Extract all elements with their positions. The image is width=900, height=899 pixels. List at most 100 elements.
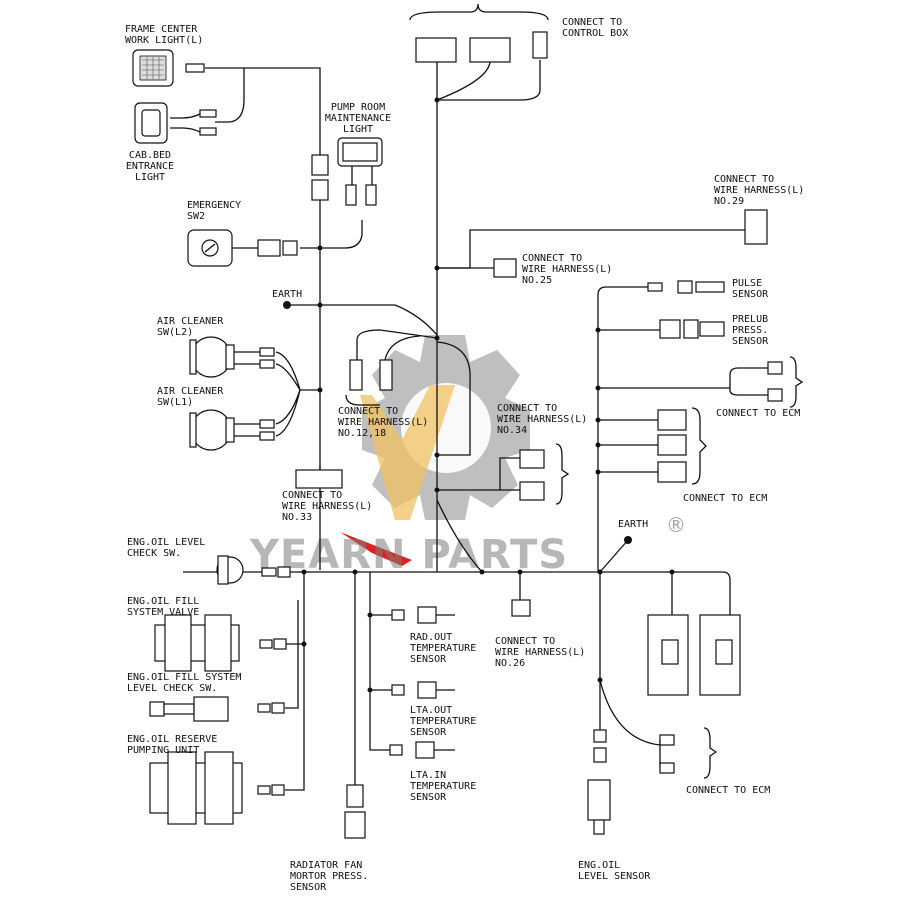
- label-line: RADIATOR FAN: [290, 860, 362, 871]
- label-line: CONNECT TO: [522, 253, 582, 264]
- label-line: ENG.OIL LEVEL: [127, 537, 205, 548]
- oil-level-sensor-icon: [587, 729, 611, 835]
- label-line: CAB.BED: [129, 150, 171, 161]
- label-line: SYSTEM VALVE: [127, 607, 199, 618]
- label-line: CONNECT TO: [495, 636, 555, 647]
- junction-dots: [301, 97, 675, 693]
- harness25-connector: [493, 258, 517, 278]
- label-line: SW2: [187, 211, 205, 222]
- lta-out-sensor-icon: [391, 681, 455, 699]
- label-line: TEMPERATURE: [410, 643, 476, 654]
- label-line: CONTROL BOX: [562, 28, 628, 39]
- harness33-connector: [295, 469, 343, 489]
- ecm-connector-frames: [647, 614, 741, 696]
- label-line: SENSOR: [732, 289, 769, 300]
- label-line: FRAME CENTER: [125, 24, 198, 35]
- label-line: ENTRANCE: [126, 161, 174, 172]
- label-line: SENSOR: [410, 727, 447, 738]
- label-line: CONNECT TO ECM: [716, 408, 800, 419]
- label-line: CONNECT TO ECM: [683, 493, 767, 504]
- label-ecm3: CONNECT TO ECM: [686, 785, 770, 796]
- label-line: LTA.OUT: [410, 705, 452, 716]
- oil-reserve-pump-icon: [149, 751, 285, 825]
- watermark-logo: YEARN PARTS ®: [249, 335, 686, 578]
- label-line: SW(L2): [157, 327, 193, 338]
- label-line: LIGHT: [343, 124, 373, 135]
- label-line: NO.12,18: [338, 428, 386, 439]
- air-cleaner-l1-icon: [189, 409, 275, 451]
- label-line: EMERGENCY: [187, 200, 241, 211]
- pump-room-light-icon: [337, 137, 383, 206]
- label-line: RAD.OUT: [410, 632, 452, 643]
- label-line: ENG.OIL: [578, 860, 620, 871]
- label-line: NO.25: [522, 275, 552, 286]
- oil-fill-valve-icon: [154, 614, 287, 672]
- ecm-connectors-mid: [657, 407, 707, 485]
- lta-in-sensor-icon: [389, 741, 455, 759]
- label-line: ENG.OIL RESERVE: [127, 734, 217, 745]
- label-line: SENSOR: [410, 654, 447, 665]
- label-line: WORK LIGHT(L): [125, 35, 203, 46]
- radiator-fan-sensor-icon: [344, 784, 366, 839]
- label-line: TEMPERATURE: [410, 781, 476, 792]
- harness29-box: [744, 209, 768, 245]
- label-line: WIRE HARNESS(L): [282, 501, 372, 512]
- label-line: WIRE HARNESS(L): [714, 185, 804, 196]
- label-line: ENG.OIL FILL SYSTEM: [127, 672, 241, 683]
- wires: [170, 3, 768, 791]
- label-line: PRESS.: [732, 325, 768, 336]
- work-light-icon: [132, 49, 205, 87]
- label-line: CONNECT TO: [338, 406, 398, 417]
- label-line: PULSE: [732, 278, 762, 289]
- label-line: CHECK SW.: [127, 548, 181, 559]
- label-line: SW(L1): [157, 397, 193, 408]
- ecm-connectors-top: [767, 356, 804, 408]
- oil-fill-level-switch-icon: [149, 696, 285, 722]
- label-line: EARTH: [272, 289, 302, 300]
- label-line: SENSOR: [732, 336, 769, 347]
- label-line: MAINTENANCE: [325, 113, 391, 124]
- label-earth-left: EARTH: [272, 289, 302, 300]
- cab-bed-light-icon: [134, 102, 217, 144]
- label-line: WIRE HARNESS(L): [522, 264, 612, 275]
- label-line: CONNECT TO: [714, 174, 774, 185]
- ecm-connectors-bottom: [659, 727, 718, 779]
- label-line: NO.34: [497, 425, 527, 436]
- emergency-switch-icon: [187, 229, 298, 267]
- label-line: WIRE HARNESS(L): [497, 414, 587, 425]
- label-line: SENSOR: [410, 792, 447, 803]
- label-line: LEVEL SENSOR: [578, 871, 651, 882]
- label-line: AIR CLEANER: [157, 316, 224, 327]
- label-ecm2: CONNECT TO ECM: [683, 493, 767, 504]
- label-line: LIGHT: [135, 172, 165, 183]
- label-line: LEVEL CHECK SW.: [127, 683, 217, 694]
- earth-left-icon: [283, 301, 291, 309]
- rad-out-sensor-icon: [391, 606, 455, 624]
- label-line: MORTOR PRESS.: [290, 871, 368, 882]
- label-line: NO.26: [495, 658, 525, 669]
- label-line: PUMP ROOM: [331, 102, 385, 113]
- label-line: NO.33: [282, 512, 312, 523]
- control-box-connectors: [415, 31, 548, 63]
- harness26-connector: [511, 599, 531, 617]
- arrow-logo-icon: [360, 385, 455, 520]
